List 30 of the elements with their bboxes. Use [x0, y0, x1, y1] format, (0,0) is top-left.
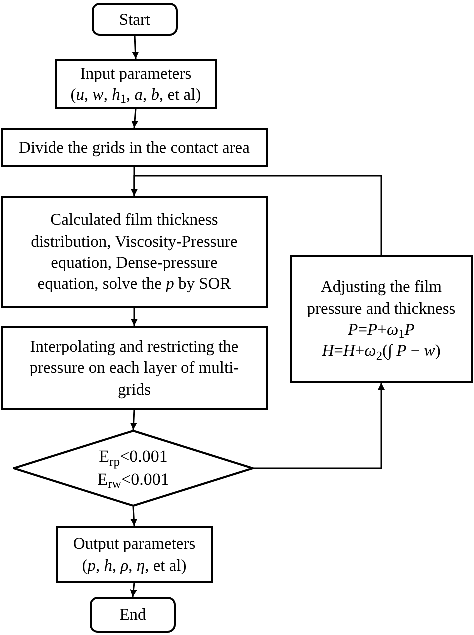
process-box: [55, 59, 217, 109]
arrow: [131, 175, 382, 255]
arrow: [132, 36, 140, 60]
node-text: (p, h, ρ, η, et al): [82, 554, 187, 576]
node-text: Calculated film thickness distribution, Viscosity-Pressure equation, Dense-pressure equation, solve the p by SOR: [30, 209, 239, 295]
end-terminal: [90, 597, 176, 633]
node-text: End: [120, 604, 146, 626]
arrow: [131, 308, 138, 326]
node-text: Divide the grids in the contact area: [19, 136, 250, 158]
process-box: [1, 128, 268, 167]
node-text: Start: [119, 8, 151, 30]
start-terminal: [92, 3, 178, 36]
process-box: [1, 326, 268, 410]
decision-diamond: [13, 430, 254, 507]
process-box: [56, 526, 213, 583]
node-text: E$_{rw}$<0.001: [98, 469, 170, 491]
node-text: H=H+ω$_{2}$(∫ P − w): [322, 340, 441, 362]
arrow: [130, 582, 138, 598]
node-text: E$_{rp}$<0.001: [99, 446, 168, 468]
arrow: [130, 410, 138, 430]
node-text: P=P+ω$_{1}$P: [348, 319, 415, 340]
arrow: [130, 506, 138, 526]
node-text: (u, w, h$_{1}$, a, b, et al): [70, 84, 202, 106]
node-text: Interpolating and restricting the pressure on each layer of multi-grids: [28, 336, 240, 400]
node-text: Output parameters: [73, 533, 196, 554]
arrow: [132, 108, 139, 128]
arrow: [254, 383, 385, 470]
process-box: [1, 196, 268, 308]
process-box: [290, 255, 473, 383]
node-text: Input parameters: [80, 62, 192, 84]
